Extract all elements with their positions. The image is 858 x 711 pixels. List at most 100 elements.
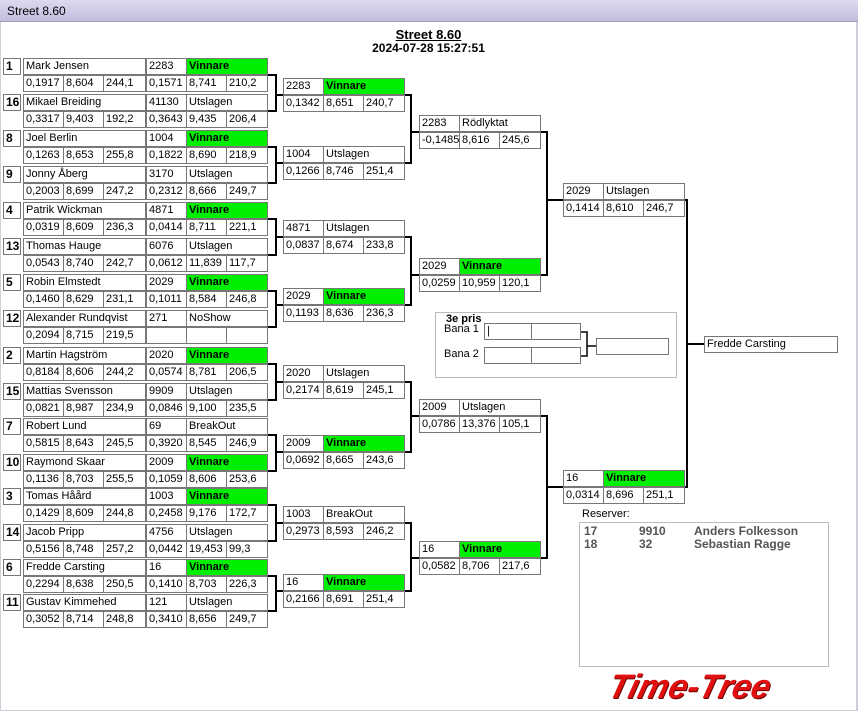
reaction-time: 0,0612	[146, 255, 187, 272]
elapsed-time	[186, 327, 227, 344]
entry-number[interactable]: 3170	[146, 166, 187, 183]
elapsed-time: 8,699	[63, 183, 104, 200]
driver-name[interactable]: Thomas Hauge	[23, 238, 146, 255]
speed	[226, 327, 268, 344]
entry-number[interactable]: 2029	[146, 274, 187, 291]
result-status: BreakOut	[186, 418, 268, 435]
result-status: Rödlyktat	[459, 115, 541, 132]
driver-name[interactable]: Mark Jensen	[23, 58, 146, 75]
result-status: Vinnare	[186, 559, 268, 576]
entry-number[interactable]: 2029	[419, 258, 460, 275]
reaction-time: 0,3410	[146, 611, 187, 628]
driver-name[interactable]: Tomas Håård	[23, 488, 146, 505]
reaction-time: 0,0582	[419, 558, 460, 575]
driver-name[interactable]: Gustav Kimmehed	[23, 594, 146, 611]
speed: 236,3	[363, 305, 405, 322]
entry-number[interactable]: 2020	[146, 347, 187, 364]
speed: 206,5	[226, 364, 268, 381]
elapsed-time: 8,636	[323, 305, 364, 322]
elapsed-time: 9,435	[186, 111, 227, 128]
reaction-time: 0,1136	[23, 471, 64, 488]
driver-name[interactable]: Raymond Skaar	[23, 454, 146, 471]
driver-name[interactable]: Robin Elmstedt	[23, 274, 146, 291]
result-status: Vinnare	[186, 454, 268, 471]
connector-lines	[268, 74, 704, 612]
reaction-time: 0,1571	[146, 75, 187, 92]
entry-number[interactable]: 6076	[146, 238, 187, 255]
result-status: Vinnare	[323, 78, 405, 95]
elapsed-time: 8,711	[186, 219, 227, 236]
elapsed-time: 8,638	[63, 576, 104, 593]
elapsed-time: 8,643	[63, 435, 104, 452]
result-status: Vinnare	[323, 288, 405, 305]
seed-number: 6	[3, 559, 21, 576]
page-datetime: 2024-07-28 15:27:51	[372, 41, 485, 55]
elapsed-time: 8,714	[63, 611, 104, 628]
entry-number[interactable]: 69	[146, 418, 187, 435]
driver-name[interactable]: Mikael Breiding	[23, 94, 146, 111]
reaction-time: 0,0821	[23, 400, 64, 417]
reaction-time: 0,1429	[23, 505, 64, 522]
entry-number[interactable]: 2020	[283, 365, 324, 382]
lane1-label: Bana 1	[444, 323, 479, 335]
driver-name[interactable]: Martin Hagström	[23, 347, 146, 364]
reaction-time	[146, 327, 187, 344]
entry-number[interactable]: 2009	[283, 435, 324, 452]
seed-number: 16	[3, 94, 21, 111]
entry-number[interactable]: 1004	[146, 130, 187, 147]
elapsed-time: 8,545	[186, 435, 227, 452]
speed: 233,8	[363, 237, 405, 254]
entry-number[interactable]: 16	[283, 574, 324, 591]
speed: 255,8	[103, 147, 146, 164]
reaction-time: 0,2166	[283, 591, 324, 608]
reaction-time: 0,3317	[23, 111, 64, 128]
entry-number[interactable]: 4871	[146, 202, 187, 219]
entry-number[interactable]: 2029	[283, 288, 324, 305]
speed: 245,1	[363, 382, 405, 399]
entry-number[interactable]: 4871	[283, 220, 324, 237]
lane1-entry[interactable]: |	[484, 323, 532, 340]
driver-name[interactable]: Fredde Carsting	[23, 559, 146, 576]
reaction-time: 0,3052	[23, 611, 64, 628]
driver-name[interactable]: Jacob Pripp	[23, 524, 146, 541]
entry-number[interactable]: 41130	[146, 94, 187, 111]
entry-number[interactable]: 2283	[419, 115, 460, 132]
result-status: Utslagen	[186, 238, 268, 255]
entry-number[interactable]: 2029	[563, 183, 604, 200]
seed-number: 5	[3, 274, 21, 291]
entry-number[interactable]: 1003	[283, 506, 324, 523]
entry-number[interactable]: 271	[146, 310, 187, 327]
entry-number[interactable]: 2283	[283, 78, 324, 95]
entry-number[interactable]: 2009	[146, 454, 187, 471]
entry-number[interactable]: 2009	[419, 399, 460, 416]
entry-number[interactable]: 16	[146, 559, 187, 576]
entry-number[interactable]: 9909	[146, 383, 187, 400]
entry-number[interactable]: 2283	[146, 58, 187, 75]
speed: 235,5	[226, 400, 268, 417]
speed: 236,3	[103, 219, 146, 236]
entry-number[interactable]: 1004	[283, 146, 324, 163]
driver-name[interactable]: Joel Berlin	[23, 130, 146, 147]
entry-number[interactable]: 16	[419, 541, 460, 558]
reaction-time: 0,0574	[146, 364, 187, 381]
entry-number[interactable]: 16	[563, 470, 604, 487]
speed: 117,7	[226, 255, 268, 272]
seed-number: 4	[3, 202, 21, 219]
reaction-time: 0,5156	[23, 541, 64, 558]
reserves-title: Reserver:	[582, 508, 630, 520]
driver-name[interactable]: Alexander Rundqvist	[23, 310, 146, 327]
driver-name[interactable]: Mattias Svensson	[23, 383, 146, 400]
entry-number[interactable]: 1003	[146, 488, 187, 505]
driver-name[interactable]: Jonny Åberg	[23, 166, 146, 183]
speed: 120,1	[499, 275, 541, 292]
result-status: Utslagen	[186, 383, 268, 400]
result-status: Utslagen	[323, 220, 405, 237]
entry-number[interactable]: 121	[146, 594, 187, 611]
reaction-time: 0,0837	[283, 237, 324, 254]
driver-name[interactable]: Robert Lund	[23, 418, 146, 435]
seed-number: 10	[3, 454, 21, 471]
entry-number[interactable]: 4756	[146, 524, 187, 541]
driver-name[interactable]: Patrik Wickman	[23, 202, 146, 219]
elapsed-time: 8,674	[323, 237, 364, 254]
